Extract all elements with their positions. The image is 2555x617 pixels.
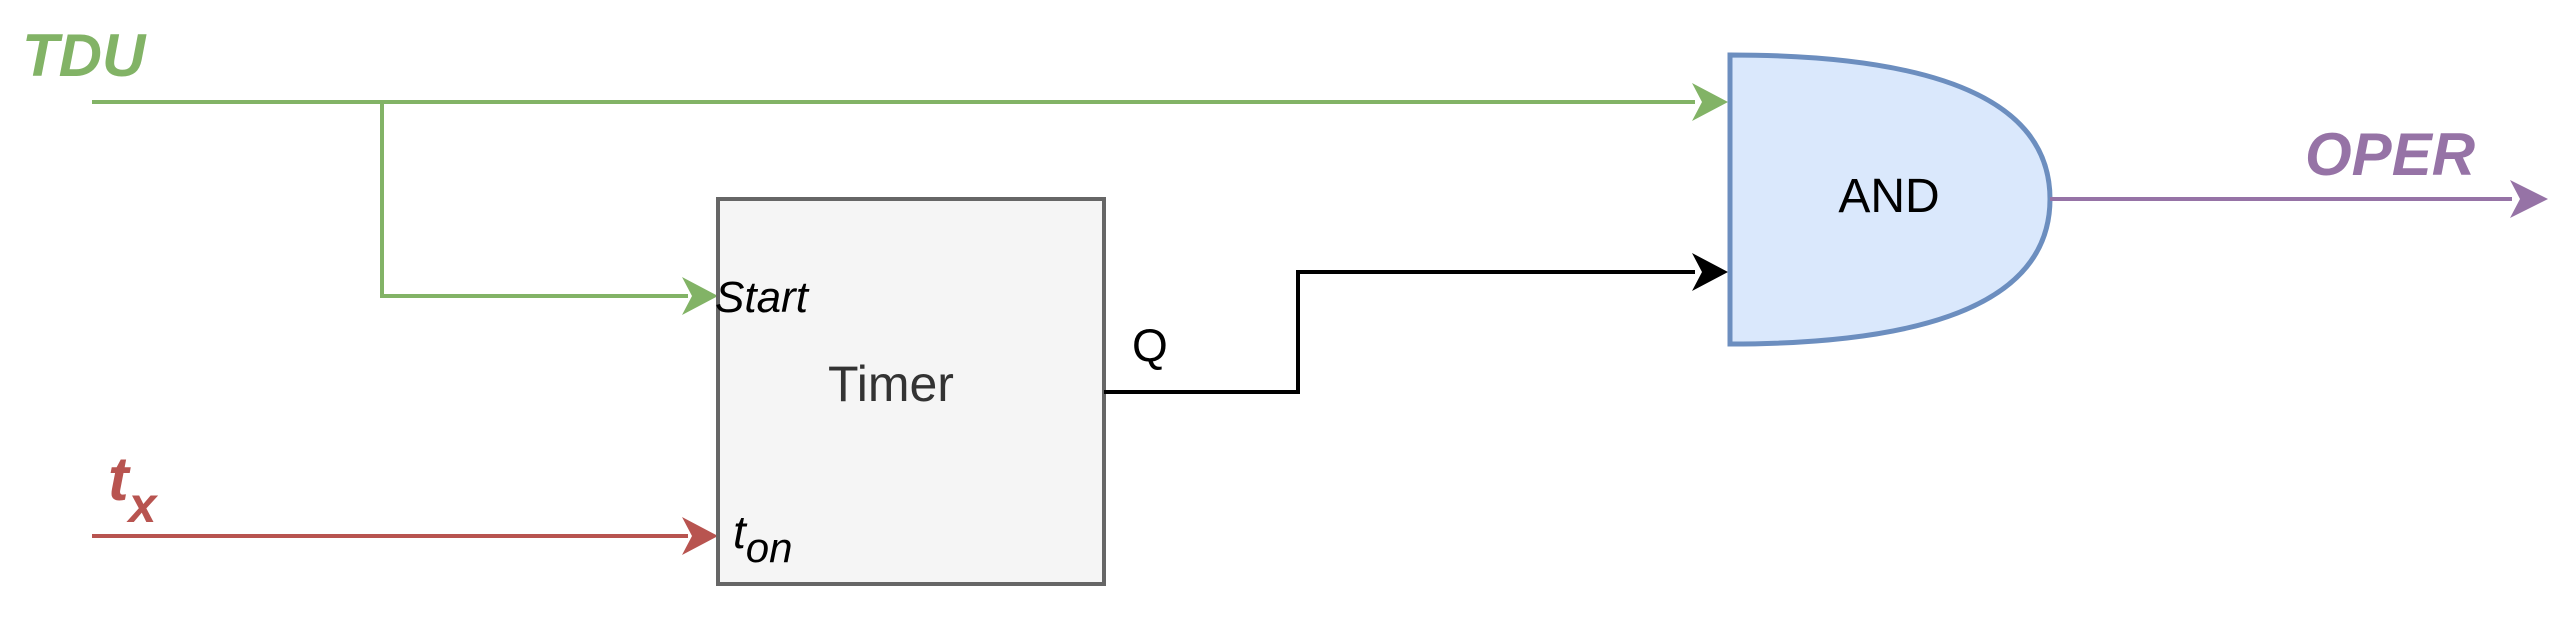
tdu-to-start-arrowhead	[682, 277, 718, 315]
timer-ton-main: t	[733, 506, 748, 558]
tx-label-subscript: x	[126, 477, 159, 533]
q-to-and-arrowhead	[1692, 253, 1728, 291]
tx-to-ton-arrowhead	[682, 517, 718, 555]
tdu-branch-wire	[380, 102, 718, 315]
oper-arrowhead	[2510, 180, 2548, 218]
q-wire	[1104, 253, 1728, 394]
timer-ton-subscript: on	[746, 524, 793, 571]
timer-body	[716, 197, 1106, 586]
timer-label: Timer	[828, 356, 954, 412]
timer-start-port-label: Start	[715, 273, 810, 322]
and-gate-label: AND	[1838, 170, 1939, 223]
and-gate: AND	[1727, 52, 2053, 347]
oper-wire	[2050, 180, 2548, 218]
tx-wire	[92, 517, 718, 555]
tdu-to-and-arrowhead	[1692, 83, 1728, 121]
and-gate-body	[1727, 52, 2053, 347]
oper-label: OPER	[2305, 121, 2475, 188]
timer-ton-port-label: ton	[733, 506, 793, 571]
tdu-label: TDU	[22, 22, 147, 89]
tdu-wire	[92, 83, 1728, 121]
timer-block: Timer Start ton Q	[715, 197, 1168, 586]
tx-label-main: t	[108, 445, 131, 514]
tx-label: tx	[108, 445, 159, 533]
timer-q-port-label: Q	[1132, 319, 1168, 371]
